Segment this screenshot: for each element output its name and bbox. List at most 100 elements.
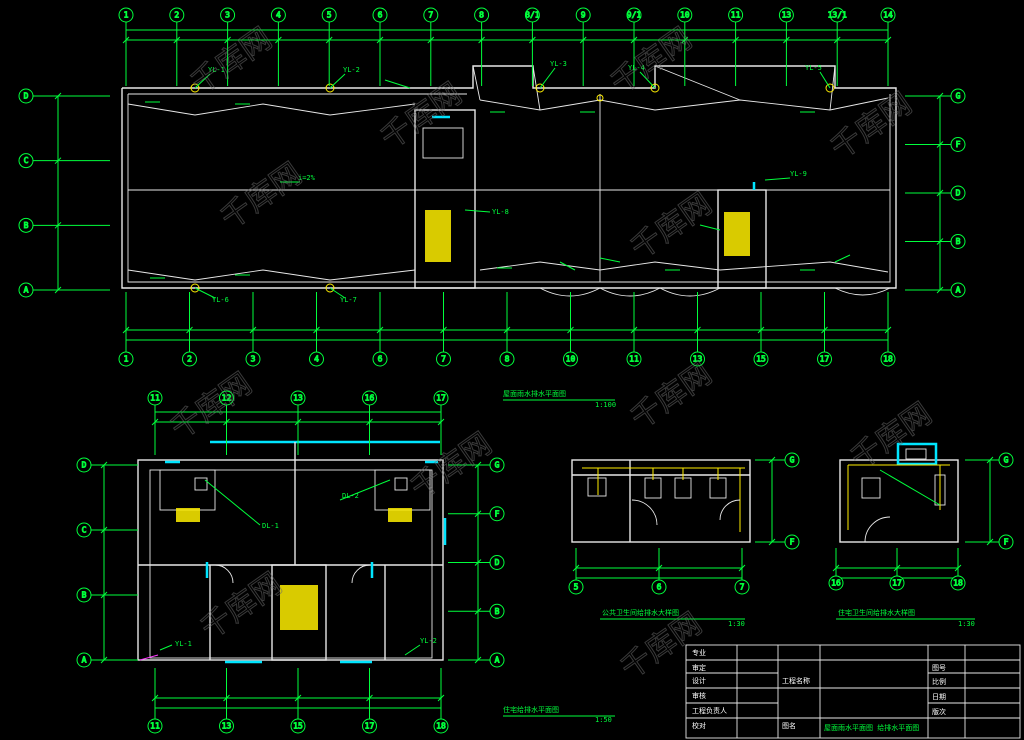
main-top-bubble-4: 5 [321,7,337,23]
svg-text:C: C [24,156,29,165]
tb-row-6: 专业 [692,648,706,657]
main-top-bubble-9: 9 [575,7,591,23]
d2-right-bubble-1: F [998,534,1014,550]
main-right-bubble-3: B [950,234,966,249]
d1-right-bubble-0: G [784,452,800,468]
svg-text:4: 4 [276,11,281,20]
main-bot-bubble-3: 4 [309,351,324,367]
unit-stair [280,585,318,630]
svg-text:7: 7 [428,11,433,20]
main-bot-bubble-1: 2 [182,351,197,367]
svg-text:C: C [82,526,87,535]
svg-text:8: 8 [479,11,484,20]
svg-text:11: 11 [731,11,741,20]
svg-text:2: 2 [187,355,192,364]
svg-text:1: 1 [124,11,129,20]
unit-top-bubble-3: 16 [362,390,377,406]
svg-text:G: G [956,92,961,101]
svg-text:D: D [24,92,29,101]
svg-text:A: A [495,656,500,665]
detail-2-title: 住宅卫生间给排水大样图 [838,608,915,617]
svg-text:14: 14 [883,11,893,20]
unit-left-bubble-3: A [76,652,92,668]
tb-field-3: 日期 [932,693,946,701]
main-bot-bubble-11: 17 [817,351,832,367]
main-bot-bubble-0: 1 [118,351,134,367]
tb-row-5: 审定 [692,663,706,672]
svg-text:13: 13 [293,394,303,403]
svg-text:YL-4: YL-4 [628,64,645,72]
detail-1 [571,459,751,543]
main-left-bubble-2: B [18,217,34,233]
watermark-text: 千库网 [615,606,709,686]
svg-text:10: 10 [566,355,576,364]
svg-text:YL-5: YL-5 [805,64,822,72]
tb-drawing-name: 屋面雨水平面图 给排水平面图 [824,723,919,732]
main-left-bubble-3: A [18,282,34,298]
svg-text:YL-8: YL-8 [492,208,509,216]
main-top-bubble-7: 8 [474,7,490,23]
svg-text:6: 6 [378,355,383,364]
svg-text:YL-1: YL-1 [208,66,225,74]
svg-text:YL-3: YL-3 [550,60,567,68]
svg-text:YL-1: YL-1 [175,640,192,648]
main-plan-scale: 1:100 [595,401,616,409]
drawing-titles: 屋面雨水排水平面图 1:100 住宅给排水平面图 1:50 公共卫生间给排水大样… [503,389,975,724]
unit-right-bubble-1: F [489,506,505,522]
svg-text:8/1: 8/1 [525,11,540,20]
svg-text:D: D [495,558,500,567]
d2-right-bubble-0: G [998,452,1014,468]
svg-text:DL-2: DL-2 [342,492,359,500]
d2-bot-bubble-2: 18 [950,575,966,591]
unit-plan-scale: 1:50 [595,716,612,724]
main-bot-bubble-8: 11 [626,351,642,367]
main-top-bubble-12: 11 [728,7,744,23]
svg-text:4: 4 [314,355,319,364]
svg-text:B: B [495,607,500,616]
svg-text:9/1: 9/1 [627,11,642,20]
main-left-bubble-0: D [18,88,34,104]
svg-text:10: 10 [680,11,690,20]
svg-text:5: 5 [574,583,579,592]
svg-text:18: 18 [883,355,893,364]
svg-text:7: 7 [740,583,745,592]
watermark-text: 千库网 [195,566,289,646]
svg-text:8: 8 [505,355,510,364]
svg-text:i=2%: i=2% [298,174,316,182]
main-right-bubble-2: D [950,185,966,201]
main-bot-bubble-4: 6 [372,351,388,367]
unit-right-bubble-2: D [489,555,505,570]
tb-row-1: 设计 [692,676,706,685]
unit-right-bubble-3: B [489,603,505,619]
unit-bot-bubble-2: 15 [290,718,306,734]
detail-2-scale: 1:30 [958,620,975,628]
svg-text:12: 12 [222,394,232,403]
main-bot-bubble-2: 3 [245,351,261,367]
svg-text:D: D [956,189,961,198]
watermark-text: 千库网 [405,426,499,506]
svg-text:15: 15 [293,722,303,731]
unit-left-bubble-1: C [76,522,92,538]
main-top-bubble-3: 4 [270,7,286,23]
d2-bot-bubble-0: 16 [828,575,844,591]
main-bot-bubble-6: 8 [499,351,515,367]
main-plan-title: 屋面雨水排水平面图 [503,389,566,398]
unit-right-bubble-0: G [489,457,505,473]
main-top-bubble-10: 9/1 [626,7,642,23]
svg-text:13: 13 [693,355,703,364]
unit-bot-bubble-3: 17 [362,718,377,734]
d1-bot-bubble-2: 7 [734,579,750,595]
svg-text:DL-1: DL-1 [262,522,279,530]
main-right-bubble-0: G [950,88,966,104]
main-top-bubble-14: 13/1 [827,7,848,23]
d1-right-bubble-1: F [784,534,800,550]
d1-bot-bubble-1: 6 [651,579,667,595]
svg-text:YL-6: YL-6 [212,296,229,304]
unit-top-bubble-0: 11 [147,390,163,406]
svg-text:17: 17 [820,355,830,364]
unit-top-bubble-4: 17 [433,390,449,406]
